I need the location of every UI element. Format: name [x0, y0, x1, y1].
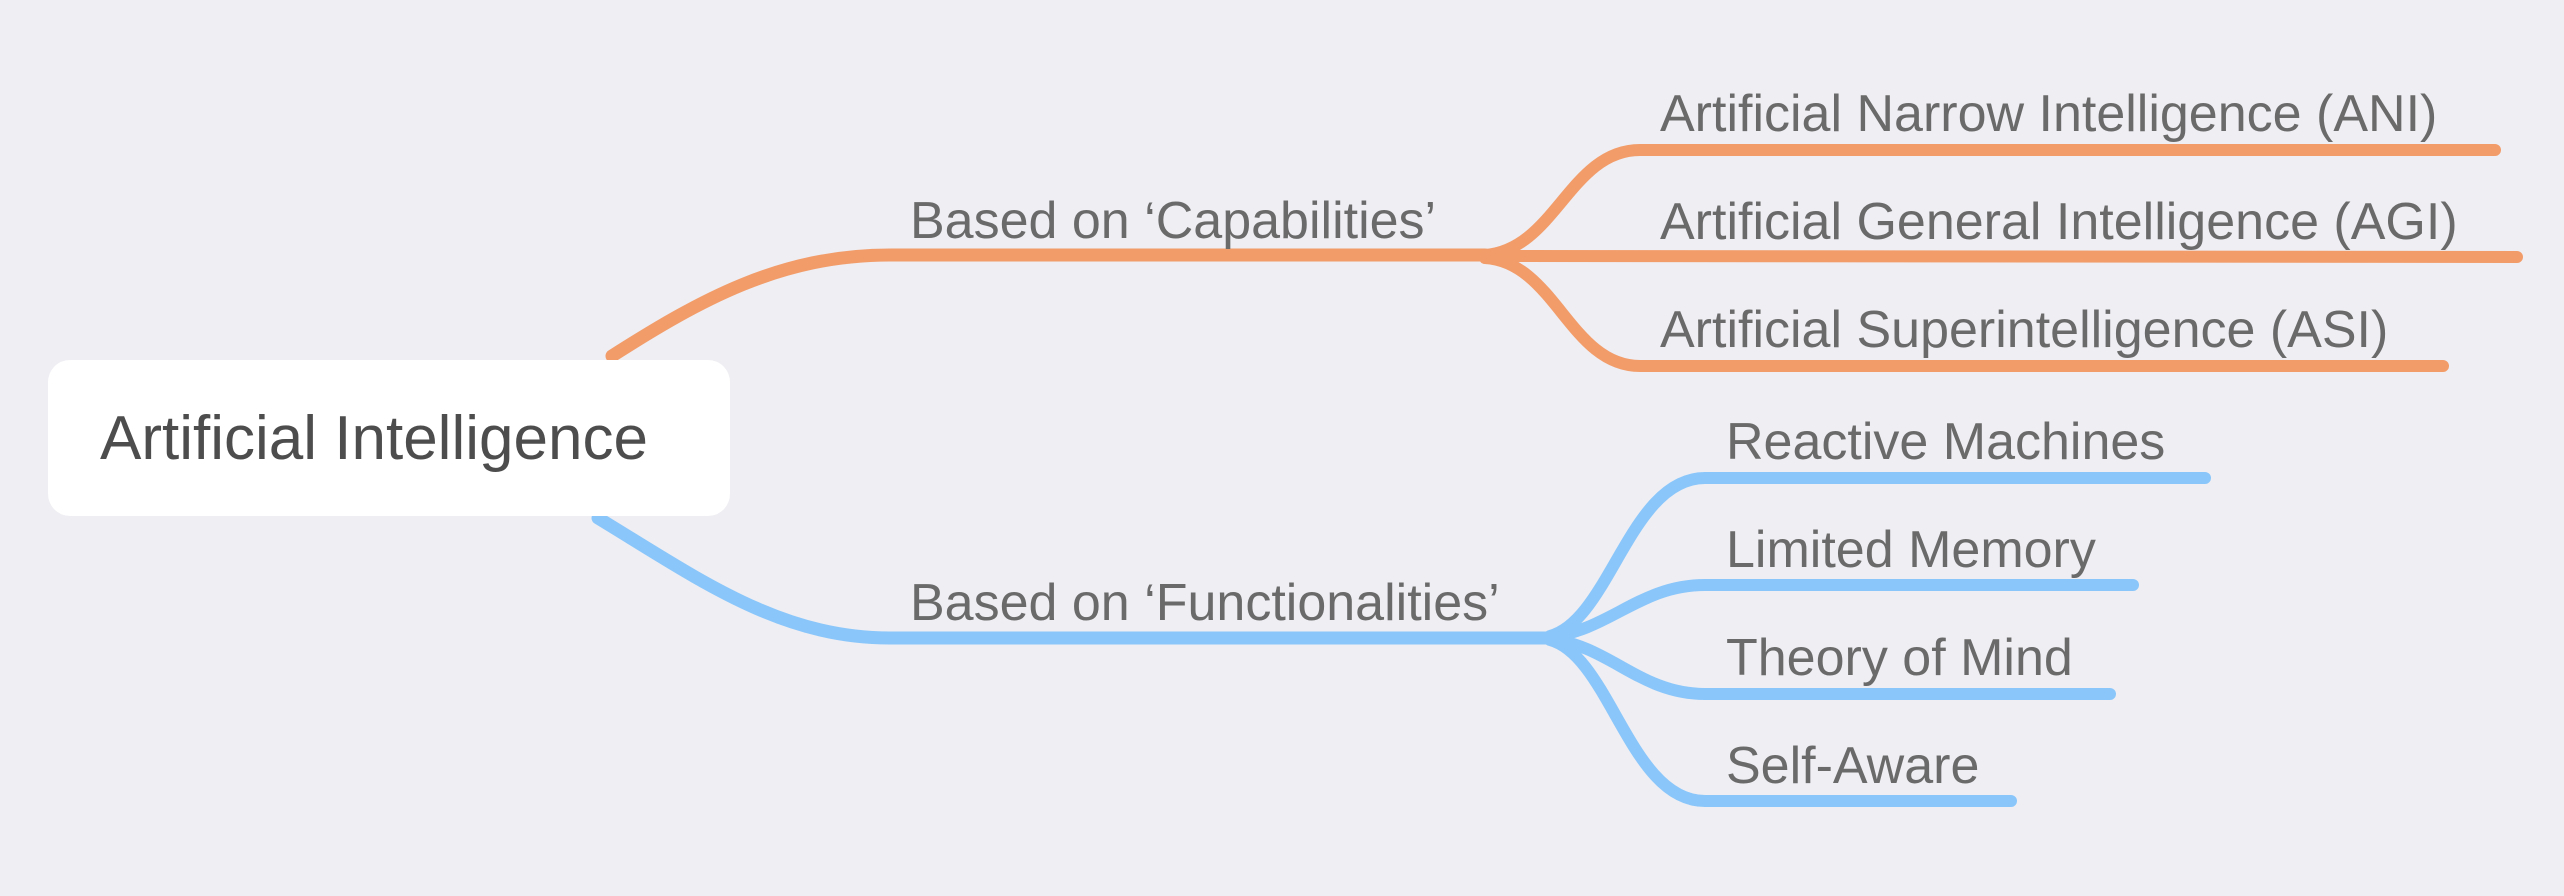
- node-limited-memory-label[interactable]: Limited Memory: [1726, 521, 2096, 579]
- connector-functionalities-to-theory-of-mind: [1544, 633, 2116, 700]
- node-self-aware-label[interactable]: Self-Aware: [1726, 737, 1980, 795]
- node-reactive-machines-label[interactable]: Reactive Machines: [1726, 413, 2166, 471]
- connector-root-to-functionalities: [591, 511, 1557, 645]
- root-node[interactable]: Artificial Intelligence: [48, 360, 730, 516]
- connector-functionalities-to-self-aware: [1544, 634, 2017, 807]
- connector-capabilities-to-agi: [1479, 250, 2523, 263]
- node-asi-label[interactable]: Artificial Superintelligence (ASI): [1660, 301, 2389, 359]
- connector-functionalities-to-limited-memory: [1544, 579, 2139, 643]
- branch-capabilities-label[interactable]: Based on ‘Capabilities’: [910, 192, 1437, 250]
- node-ani-label[interactable]: Artificial Narrow Intelligence (ANI): [1660, 85, 2438, 143]
- connector-functionalities-to-reactive-machines: [1544, 472, 2211, 642]
- connector-root-to-capabilities: [605, 248, 1492, 363]
- connector-capabilities-to-ani: [1479, 144, 2501, 261]
- branch-functionalities-label[interactable]: Based on ‘Functionalities’: [910, 574, 1500, 632]
- node-theory-of-mind-label[interactable]: Theory of Mind: [1726, 629, 2073, 687]
- root-node-label: Artificial Intelligence: [100, 403, 648, 473]
- connector-capabilities-to-asi: [1479, 252, 2449, 372]
- node-agi-label[interactable]: Artificial General Intelligence (AGI): [1660, 193, 2458, 251]
